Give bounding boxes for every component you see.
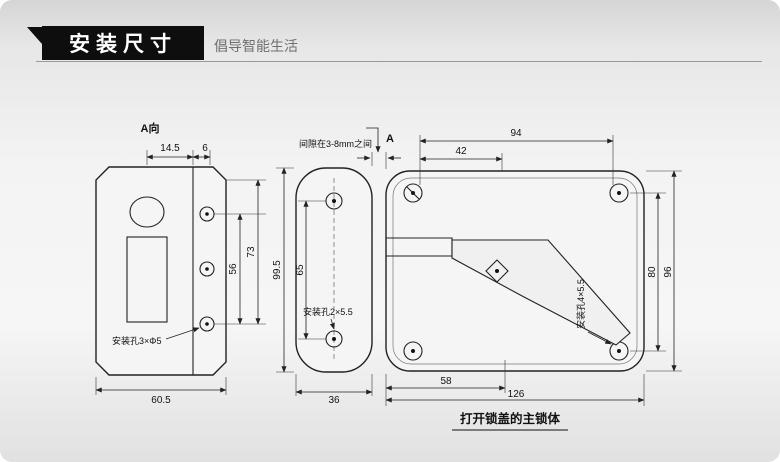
main-lock-body-dimensions: 94 42 80 96 58 126 安装孔4×5.5 打开锁盖的主锁体 (385, 128, 682, 431)
side-plate-dimensions: A向 14.5 6 56 73 60.5 安装孔3×Φ5 (95, 121, 266, 406)
dim-58-label: 58 (440, 376, 452, 387)
dim-126-label: 126 (508, 389, 525, 400)
dim-94-label: 94 (510, 128, 522, 139)
dim-42-label: 42 (455, 146, 467, 157)
dim-99-5-label: 99.5 (272, 260, 283, 280)
main-body-caption: 打开锁盖的主锁体 (460, 411, 561, 426)
dim-36-label: 36 (328, 395, 340, 406)
view-a-label: A向 (141, 121, 160, 135)
striker-plate-holes-label: 安装孔2×5.5 (303, 306, 353, 317)
dim-6-label: 6 (202, 143, 208, 154)
striker-plate-dimensions: 99.5 65 36 安装孔2×5.5 间隙在3-8mm之间 A (272, 127, 401, 406)
page-title: 安装尺寸 (42, 26, 204, 60)
side-plate-holes-label: 安装孔3×Φ5 (112, 335, 161, 346)
main-body-holes-label: 安装孔4×5.5 (575, 279, 586, 329)
dim-14-5-label: 14.5 (160, 143, 180, 154)
dim-80-label: 80 (647, 266, 658, 278)
side-plate-view (95, 166, 227, 376)
dim-60-5-label: 60.5 (151, 395, 171, 406)
gap-note-label: 间隙在3-8mm之间 (299, 138, 372, 149)
header-divider (36, 61, 762, 62)
dim-73-label: 73 (246, 246, 257, 258)
section-a-label: A (386, 133, 394, 145)
main-lock-body-view (385, 170, 645, 372)
dim-96-label: 96 (663, 266, 674, 278)
striker-plate-view (295, 167, 373, 373)
dim-65-label: 65 (295, 264, 306, 276)
dim-56-label: 56 (228, 263, 239, 275)
page-subtitle: 倡导智能生活 (214, 38, 298, 54)
